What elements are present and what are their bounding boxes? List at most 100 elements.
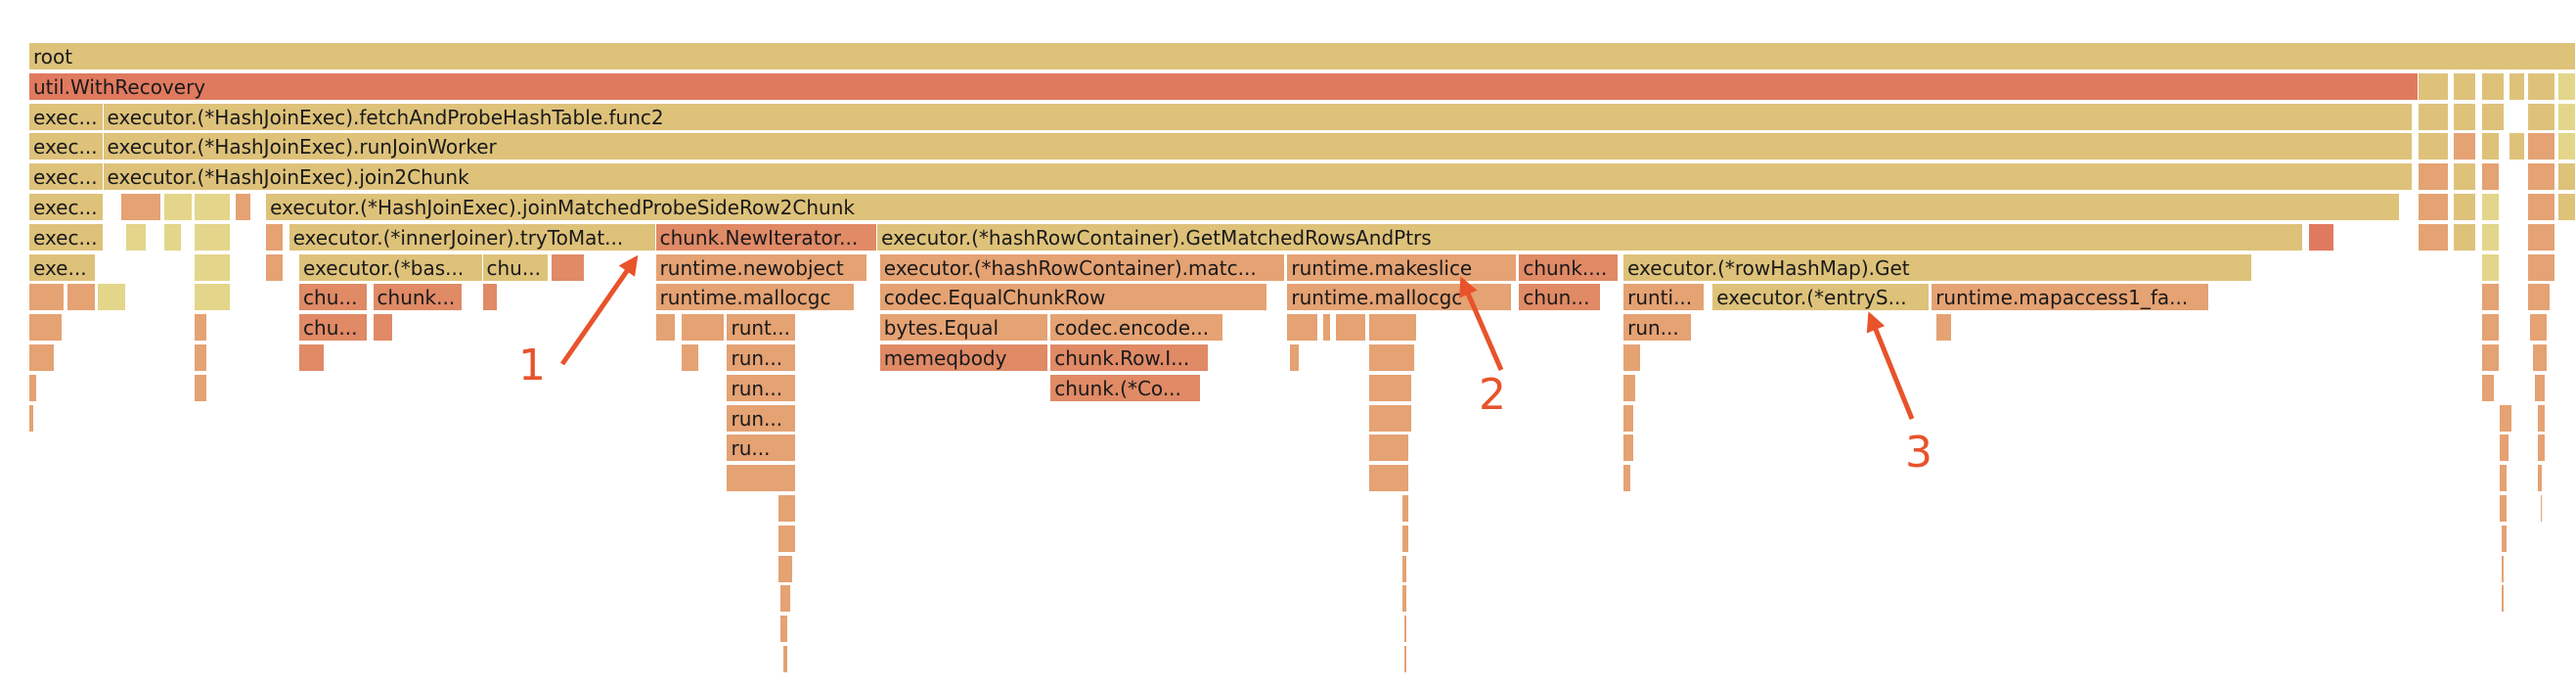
flame-frame-unlabeled[interactable] bbox=[2481, 194, 2500, 221]
flame-frame-unlabeled[interactable] bbox=[2530, 314, 2549, 343]
flame-frame[interactable]: chunk.(*Co... bbox=[1050, 374, 1201, 402]
flame-frame-unlabeled[interactable] bbox=[98, 284, 126, 312]
flame-frame-unlabeled[interactable] bbox=[2418, 72, 2449, 101]
flame-frame-unlabeled[interactable] bbox=[780, 585, 791, 614]
flame-frame-unlabeled[interactable] bbox=[1623, 435, 1634, 463]
flame-frame-unlabeled[interactable] bbox=[1368, 344, 1415, 372]
flame-frame-unlabeled[interactable] bbox=[1368, 314, 1418, 343]
flame-frame-unlabeled[interactable] bbox=[2502, 525, 2508, 553]
flame-frame-unlabeled[interactable] bbox=[1335, 314, 1367, 343]
flame-frame-unlabeled[interactable] bbox=[1936, 314, 1952, 343]
flame-frame[interactable]: executor.(*hashRowContainer).matc... bbox=[879, 253, 1285, 282]
flame-frame-unlabeled[interactable] bbox=[2418, 194, 2449, 221]
flame-frame-unlabeled[interactable] bbox=[195, 374, 208, 402]
flame-frame-unlabeled[interactable] bbox=[2537, 435, 2546, 463]
flame-frame-unlabeled[interactable] bbox=[1623, 404, 1634, 433]
flame-frame-unlabeled[interactable] bbox=[2537, 465, 2544, 493]
flame-frame-unlabeled[interactable] bbox=[2454, 103, 2477, 131]
flame-frame-unlabeled[interactable] bbox=[29, 404, 35, 433]
flame-frame-unlabeled[interactable] bbox=[1623, 344, 1642, 372]
flame-frame[interactable]: chu... bbox=[482, 253, 550, 282]
flame-frame-unlabeled[interactable] bbox=[1368, 374, 1412, 402]
flame-frame-unlabeled[interactable] bbox=[2418, 223, 2449, 252]
flame-frame-unlabeled[interactable] bbox=[195, 344, 208, 372]
flame-frame-unlabeled[interactable] bbox=[2557, 103, 2576, 131]
flame-frame[interactable]: executor.(*bas... bbox=[299, 253, 483, 282]
flame-frame-unlabeled[interactable] bbox=[67, 284, 96, 312]
flame-frame-unlabeled[interactable] bbox=[195, 253, 231, 282]
flame-frame-unlabeled[interactable] bbox=[2535, 374, 2546, 402]
flame-frame-unlabeled[interactable] bbox=[1368, 435, 1410, 463]
flame-frame-unlabeled[interactable] bbox=[1404, 646, 1407, 673]
flame-frame[interactable]: runt... bbox=[727, 314, 796, 343]
flame-frame-unlabeled[interactable] bbox=[195, 194, 231, 221]
flame-frame-unlabeled[interactable] bbox=[2454, 133, 2477, 161]
flame-frame-unlabeled[interactable] bbox=[681, 314, 725, 343]
flame-frame-unlabeled[interactable] bbox=[2418, 133, 2449, 161]
flame-frame-unlabeled[interactable] bbox=[2308, 223, 2334, 252]
flame-frame-unlabeled[interactable] bbox=[2557, 133, 2576, 161]
flame-frame-unlabeled[interactable] bbox=[2481, 284, 2500, 312]
flame-frame-unlabeled[interactable] bbox=[2481, 133, 2500, 161]
flame-frame-unlabeled[interactable] bbox=[2527, 253, 2556, 282]
flame-frame-unlabeled[interactable] bbox=[1404, 616, 1407, 644]
flame-frame-unlabeled[interactable] bbox=[2502, 555, 2506, 583]
flame-frame-unlabeled[interactable] bbox=[1401, 585, 1407, 614]
flame-frame-unlabeled[interactable] bbox=[2527, 284, 2551, 312]
flame-frame-unlabeled[interactable] bbox=[2481, 223, 2500, 252]
flame-frame-unlabeled[interactable] bbox=[1368, 465, 1410, 493]
flame-frame[interactable]: run... bbox=[1623, 314, 1693, 343]
flame-frame[interactable]: ru... bbox=[727, 435, 796, 463]
flame-frame-unlabeled[interactable] bbox=[2454, 223, 2477, 252]
flame-frame[interactable]: chunk... bbox=[373, 284, 463, 312]
flame-frame-unlabeled[interactable] bbox=[777, 495, 796, 523]
flame-frame[interactable]: codec.EqualChunkRow bbox=[879, 284, 1267, 312]
flame-frame-unlabeled[interactable] bbox=[2557, 194, 2576, 221]
flame-frame-unlabeled[interactable] bbox=[1322, 314, 1331, 343]
flame-frame-unlabeled[interactable] bbox=[29, 344, 56, 372]
flame-frame-unlabeled[interactable] bbox=[29, 284, 66, 312]
flame-frame[interactable]: exe... bbox=[29, 253, 96, 282]
flame-frame-unlabeled[interactable] bbox=[2481, 72, 2506, 101]
flame-frame[interactable]: runti... bbox=[1623, 284, 1706, 312]
flame-frame-unlabeled[interactable] bbox=[266, 223, 285, 252]
flame-frame-unlabeled[interactable] bbox=[2527, 194, 2556, 221]
flame-frame-unlabeled[interactable] bbox=[2509, 133, 2525, 161]
flame-frame[interactable]: run... bbox=[727, 344, 796, 372]
flame-frame-unlabeled[interactable] bbox=[120, 194, 162, 221]
flame-frame-unlabeled[interactable] bbox=[2481, 163, 2500, 192]
flame-frame-unlabeled[interactable] bbox=[195, 223, 231, 252]
flame-frame-unlabeled[interactable] bbox=[1623, 465, 1631, 493]
flame-frame-unlabeled[interactable] bbox=[2418, 163, 2449, 192]
flame-frame-unlabeled[interactable] bbox=[2509, 72, 2525, 101]
flame-frame-unlabeled[interactable] bbox=[2499, 495, 2508, 523]
flame-frame-unlabeled[interactable] bbox=[2481, 103, 2506, 131]
flame-frame-unlabeled[interactable] bbox=[681, 344, 699, 372]
flame-frame[interactable]: exec... bbox=[29, 194, 104, 221]
flame-frame-unlabeled[interactable] bbox=[1623, 374, 1637, 402]
flame-frame-unlabeled[interactable] bbox=[2527, 72, 2556, 101]
flame-frame-unlabeled[interactable] bbox=[2454, 163, 2477, 192]
flame-frame[interactable]: util.WithRecovery bbox=[29, 72, 2419, 101]
flame-frame[interactable]: chunk.Row.I... bbox=[1050, 344, 1209, 372]
flame-frame[interactable]: exec... bbox=[29, 133, 104, 161]
flame-frame-unlabeled[interactable] bbox=[29, 314, 63, 343]
flame-frame[interactable]: runtime.mallocgc bbox=[1287, 284, 1512, 312]
flame-frame[interactable]: chu... bbox=[299, 314, 369, 343]
flame-frame[interactable]: executor.(*hashRowContainer).GetMatchedR… bbox=[877, 223, 2304, 252]
flame-frame-unlabeled[interactable] bbox=[2527, 163, 2556, 192]
flame-frame-unlabeled[interactable] bbox=[2527, 103, 2556, 131]
flame-frame[interactable]: executor.(*HashJoinExec).fetchAndProbeHa… bbox=[103, 103, 2414, 131]
flame-frame-unlabeled[interactable] bbox=[2499, 435, 2510, 463]
flame-frame[interactable]: executor.(*entryS... bbox=[1712, 284, 1930, 312]
flame-frame[interactable]: runtime.newobject bbox=[655, 253, 867, 282]
flame-frame-unlabeled[interactable] bbox=[727, 465, 796, 493]
flame-frame[interactable]: run... bbox=[727, 404, 796, 433]
flame-frame-unlabeled[interactable] bbox=[1289, 344, 1301, 372]
flame-frame[interactable]: exec... bbox=[29, 163, 104, 192]
flame-frame[interactable]: executor.(*innerJoiner).tryToMat... bbox=[289, 223, 656, 252]
flame-frame-unlabeled[interactable] bbox=[2481, 253, 2500, 282]
flame-frame-unlabeled[interactable] bbox=[2499, 465, 2508, 493]
flame-frame-unlabeled[interactable] bbox=[2418, 103, 2449, 131]
flame-frame-unlabeled[interactable] bbox=[299, 344, 326, 372]
